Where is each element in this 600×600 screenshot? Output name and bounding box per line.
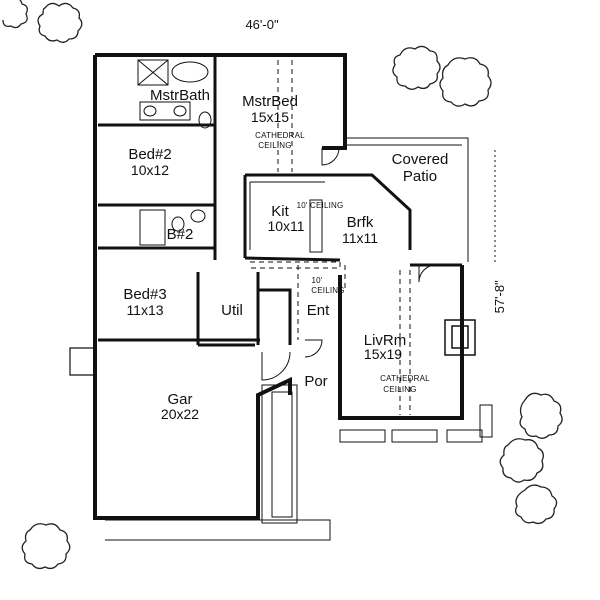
overall-depth-label: 57'-8"	[492, 280, 508, 314]
door-swings	[261, 147, 437, 381]
room-covered-patio-2: Patio	[402, 168, 438, 185]
mstr-bed-ceiling-note-1: CATHEDRAL	[255, 131, 305, 140]
bath-fixtures	[137, 59, 212, 246]
room-mstr-bath: MstrBath	[149, 87, 210, 104]
tree-icon-top-right	[392, 45, 492, 107]
exterior-walls	[93, 53, 464, 520]
room-bed2-dim: 10x12	[130, 162, 170, 178]
room-liv-rm-dim: 15x19	[363, 346, 403, 362]
room-util: Util	[221, 302, 243, 319]
step-blocks	[339, 404, 493, 443]
room-brfk: Brfk	[346, 214, 374, 231]
room-bath2: B#2	[166, 226, 194, 243]
ent-ceiling-note-2: CEILING	[311, 286, 345, 295]
kit-ceiling-note: 10' CEILING	[296, 201, 344, 210]
room-covered-patio-1: Covered	[391, 151, 449, 168]
tree-icon-top-left	[2, 0, 83, 43]
ceiling-lines	[250, 60, 411, 415]
room-bed3-dim: 11x13	[126, 302, 164, 318]
room-gar-dim: 20x22	[160, 406, 200, 422]
room-brfk-dim: 11x11	[341, 230, 379, 246]
ent-ceiling-note-1: 10'	[311, 276, 323, 285]
liv-rm-ceiling-note-1: CATHEDRAL	[380, 374, 430, 383]
room-bed3: Bed#3	[123, 286, 167, 303]
room-por: Por	[304, 373, 328, 390]
room-mstr-bed-dim: 15x15	[250, 109, 290, 125]
porch-walk	[105, 384, 331, 541]
room-bed2: Bed#2	[128, 146, 172, 163]
room-ent: Ent	[306, 302, 330, 319]
room-liv-rm: LivRm	[363, 332, 407, 349]
tree-icon-bottom-left	[21, 523, 71, 570]
room-kit: Kit	[271, 203, 289, 220]
liv-rm-ceiling-note-2: CEILING	[383, 385, 417, 394]
overall-width-label: 46'-0"	[245, 17, 279, 32]
fireplace-icon	[444, 319, 476, 356]
room-mstr-bed: MstrBed	[242, 93, 298, 110]
mstr-bed-ceiling-note-2: CEILING	[258, 141, 292, 150]
garage-side-bump	[69, 347, 95, 376]
kitchen-counters	[249, 181, 325, 253]
room-kit-dim: 10x11	[267, 218, 305, 234]
room-gar: Gar	[167, 391, 193, 408]
patio-outline	[345, 137, 469, 262]
tree-icon-right	[499, 392, 563, 525]
